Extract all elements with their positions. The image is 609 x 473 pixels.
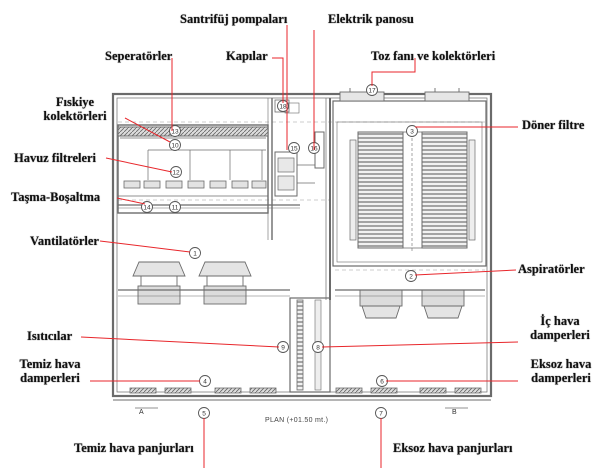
leader-havuz-filtreleri xyxy=(105,157,173,173)
svg-text:13: 13 xyxy=(171,129,179,136)
heater-shaft xyxy=(289,297,331,393)
svg-text:6: 6 xyxy=(380,379,384,386)
tag-t5: 5 xyxy=(198,407,210,419)
label-ic-hava-line2: damperleri xyxy=(530,328,590,342)
label-eksoz-hava-damperleri: Eksoz hava damperleri xyxy=(520,357,602,385)
tag-t9: 9 xyxy=(277,341,289,353)
leader-aspiratorler xyxy=(414,269,517,276)
tag-t2: 2 xyxy=(405,270,417,282)
label-temiz-hava-line2: damperleri xyxy=(20,371,80,385)
label-vantilatorler: Vantilatörler xyxy=(30,234,99,248)
svg-text:9: 9 xyxy=(281,345,285,352)
outer-wall xyxy=(111,92,493,398)
dust-fans xyxy=(339,88,470,102)
label-tasma-bosaltma: Taşma-Boşaltma xyxy=(11,190,101,204)
tag-t13: 13 xyxy=(169,125,181,137)
section-mark-a: A xyxy=(139,409,144,416)
leader-vantilatorler xyxy=(99,240,191,253)
label-eksoz-hava-line2: damperleri xyxy=(531,371,591,385)
svg-text:11: 11 xyxy=(172,205,179,212)
label-eksoz-hava-panjurlari: Eksoz hava panjurları xyxy=(393,441,513,455)
svg-text:15: 15 xyxy=(290,146,298,153)
label-doner-filtre: Döner filtre xyxy=(522,118,585,132)
label-aspiratorler: Aspiratörler xyxy=(518,262,585,276)
tag-t18: 18 xyxy=(277,100,289,112)
svg-text:4: 4 xyxy=(203,379,207,386)
svg-text:10: 10 xyxy=(171,143,179,150)
label-isiticilar: Isıtıcılar xyxy=(27,329,73,343)
leader-fiskiye xyxy=(124,117,171,143)
leader-kapilar xyxy=(272,57,284,103)
rotary-filter-drum-left xyxy=(357,131,404,249)
tag-t3: 3 xyxy=(406,125,418,137)
label-seperatorler: Seperatörler xyxy=(105,49,173,63)
label-ic-hava-line1: İç hava xyxy=(540,314,580,328)
tag-t17: 17 xyxy=(366,84,378,96)
svg-text:12: 12 xyxy=(172,170,180,177)
rotary-filter-room xyxy=(332,100,487,267)
door-box xyxy=(274,99,290,113)
leader-toz-fani xyxy=(371,58,416,86)
tag-t1: 1 xyxy=(189,247,201,259)
tag-t10: 10 xyxy=(169,139,181,151)
label-fiskiye: Fıskiye kolektörleri xyxy=(25,95,125,123)
svg-text:17: 17 xyxy=(368,88,376,95)
label-ic-hava: İç hava damperleri xyxy=(520,314,600,342)
label-elektrik-panosu: Elektrik panosu xyxy=(328,12,414,26)
leader-tasma xyxy=(116,197,146,205)
plan-caption: PLAN (+01.50 mt.) xyxy=(265,417,329,424)
label-havuz-filtreleri: Havuz filtreleri xyxy=(14,151,97,165)
svg-text:18: 18 xyxy=(279,104,287,111)
svg-text:5: 5 xyxy=(202,411,206,418)
exhaust-fans xyxy=(359,289,465,319)
svg-text:1: 1 xyxy=(193,251,197,258)
rotary-filter-drum-right xyxy=(421,131,468,249)
leader-isiticilar xyxy=(80,336,280,348)
label-kapilar: Kapılar xyxy=(226,49,268,63)
air-washer-chamber xyxy=(117,124,269,214)
tag-t6: 6 xyxy=(376,375,388,387)
svg-text:8: 8 xyxy=(316,345,320,352)
section-mark-b: B xyxy=(452,409,457,416)
label-fiskiye-line1: Fıskiye xyxy=(55,95,95,109)
tag-t4: 4 xyxy=(199,375,211,387)
label-temiz-hava-damperleri: Temiz hava damperleri xyxy=(10,357,90,385)
pump-box xyxy=(274,151,298,197)
label-santrifuj-pompalari: Santrifüj pompaları xyxy=(180,12,288,26)
tag-t8: 8 xyxy=(312,341,324,353)
bottom-louvers xyxy=(129,387,482,394)
tag-t11: 11 xyxy=(169,201,181,213)
svg-text:14: 14 xyxy=(143,205,151,212)
leader-ic-hava xyxy=(321,341,519,348)
tag-t7: 7 xyxy=(375,407,387,419)
tag-t12: 12 xyxy=(170,166,182,178)
separator-band xyxy=(117,126,269,137)
svg-text:3: 3 xyxy=(410,129,414,136)
pool-filters xyxy=(123,180,267,189)
label-temiz-hava-line1: Temiz hava xyxy=(19,357,81,371)
supply-fans xyxy=(132,261,252,305)
svg-text:2: 2 xyxy=(409,274,413,281)
tag-t15: 15 xyxy=(288,142,300,154)
label-temiz-hava-panjurlari: Temiz hava panjurları xyxy=(74,441,194,455)
heater-coil xyxy=(296,299,304,391)
label-eksoz-hava-line1: Eksoz hava xyxy=(530,357,592,371)
svg-text:7: 7 xyxy=(379,411,383,418)
label-fiskiye-line2: kolektörleri xyxy=(43,109,107,123)
label-toz-fani: Toz fanı ve kolektörleri xyxy=(371,49,496,63)
